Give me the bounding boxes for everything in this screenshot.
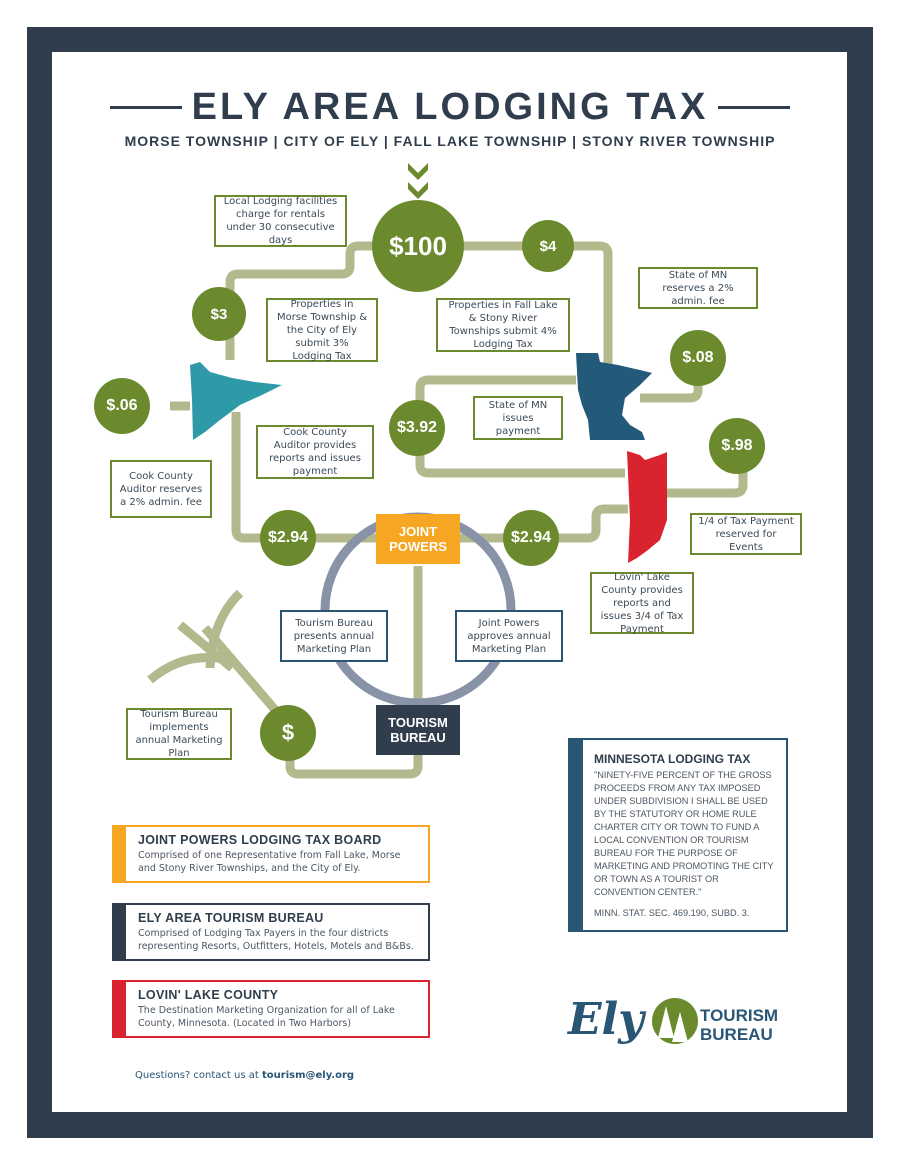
note-lake-reports: Lovin' Lake County provides reports and … [590, 572, 694, 635]
path-mn-to-08 [640, 372, 703, 403]
legend-title: LOVIN' LAKE COUNTY [138, 988, 279, 1002]
path-branch-3 [177, 621, 235, 672]
amount-events: $.98 [709, 418, 765, 474]
chevron-down-icon [408, 163, 428, 180]
law-color-bar [570, 740, 583, 930]
contact-email-link[interactable]: tourism@ely.org [262, 1070, 355, 1081]
legend-color-bar [114, 905, 126, 959]
cook-county-map [190, 362, 282, 440]
note-fall-lake: Properties in Fall Lake & Stony River To… [436, 298, 570, 352]
joint-powers-tag: JOINT POWERS [376, 514, 460, 564]
note-local-lodging: Local Lodging facilities charge for rent… [214, 195, 347, 247]
title-rule-left [110, 106, 182, 109]
logo-text: TOURISM BUREAU [700, 1006, 778, 1044]
path-100-to-4 [460, 241, 613, 370]
legend-title: JOINT POWERS LODGING TAX BOARD [138, 833, 382, 847]
amount-cook-fee: $.06 [94, 378, 150, 434]
path-tb-to-dollar [285, 752, 423, 779]
note-tb-presents: Tourism Bureau presents annual Marketing… [280, 610, 388, 662]
amount-100: $100 [372, 200, 464, 292]
amount-lake-payment: $2.94 [503, 510, 559, 566]
note-cook-reports: Cook County Auditor provides reports and… [256, 425, 374, 479]
title-rule-right [718, 106, 790, 109]
note-state-issues: State of MN issues payment [473, 396, 563, 440]
legend-text: Comprised of Lodging Tax Payers in the f… [138, 928, 414, 952]
chevron-down-icon [408, 182, 428, 199]
legend-color-bar [114, 827, 126, 881]
tree-circle-icon [652, 998, 698, 1044]
ely-tourism-logo: Ely TOURISM BUREAU [568, 990, 798, 1062]
note-jp-approves: Joint Powers approves annual Marketing P… [455, 610, 563, 662]
legend-tourism-bureau: ELY AREA TOURISM BUREAU Comprised of Lod… [112, 903, 430, 961]
amount-marketing: $ [260, 705, 316, 761]
path-red-to-294 [556, 504, 628, 543]
tourism-bureau-tag: TOURISM BUREAU [376, 705, 460, 755]
legend-text: Comprised of one Representative from Fal… [138, 850, 401, 874]
page-subtitle: MORSE TOWNSHIP | CITY OF ELY | FALL LAKE… [124, 133, 776, 149]
contact-line: Questions? contact us at tourism@ely.org [135, 1070, 354, 1081]
pine-trees-icon [658, 1006, 688, 1042]
note-events: 1/4 of Tax Payment reserved for Events [690, 513, 802, 555]
legend-text: The Destination Marketing Organization f… [138, 1005, 395, 1029]
entry-chevrons [408, 163, 428, 199]
law-quote: "NINETY-FIVE PERCENT OF THE GROSS PROCEE… [594, 770, 774, 897]
amount-state-payment: $3.92 [389, 400, 445, 456]
amount-state-fee: $.08 [670, 330, 726, 386]
path-cook-down [231, 412, 262, 543]
logo-line1: TOURISM [700, 1006, 779, 1025]
page-title: ELY AREA LODGING TAX [191, 86, 709, 128]
logo-script: Ely [568, 994, 644, 1045]
path-100-to-3 [225, 241, 376, 300]
amount-4: $4 [522, 220, 574, 272]
legend-color-bar [114, 982, 126, 1036]
note-cook-reserves: Cook County Auditor reserves a 2% admin.… [110, 460, 212, 518]
note-state-reserves: State of MN reserves a 2% admin. fee [638, 267, 758, 309]
contact-prefix: Questions? contact us at [135, 1070, 259, 1081]
path-red-to-98 [667, 470, 748, 498]
minnesota-map [576, 353, 652, 440]
law-title: MINNESOTA LODGING TAX [594, 752, 751, 766]
note-morse-ely: Properties in Morse Township & the City … [266, 298, 378, 362]
legend-lovin-lake-county: LOVIN' LAKE COUNTY The Destination Marke… [112, 980, 430, 1038]
legend-title: ELY AREA TOURISM BUREAU [138, 911, 324, 925]
legend-joint-powers: JOINT POWERS LODGING TAX BOARD Comprised… [112, 825, 430, 883]
note-tb-implements: Tourism Bureau implements annual Marketi… [126, 708, 232, 760]
lake-county-map [627, 451, 667, 563]
logo-line2: BUREAU [700, 1025, 773, 1044]
amount-3: $3 [192, 287, 246, 341]
law-citation: MINN. STAT. SEC. 469.190, SUBD. 3. [594, 908, 750, 918]
amount-cook-payment: $2.94 [260, 510, 316, 566]
minnesota-lodging-tax-box: MINNESOTA LODGING TAX "NINETY-FIVE PERCE… [568, 738, 788, 932]
